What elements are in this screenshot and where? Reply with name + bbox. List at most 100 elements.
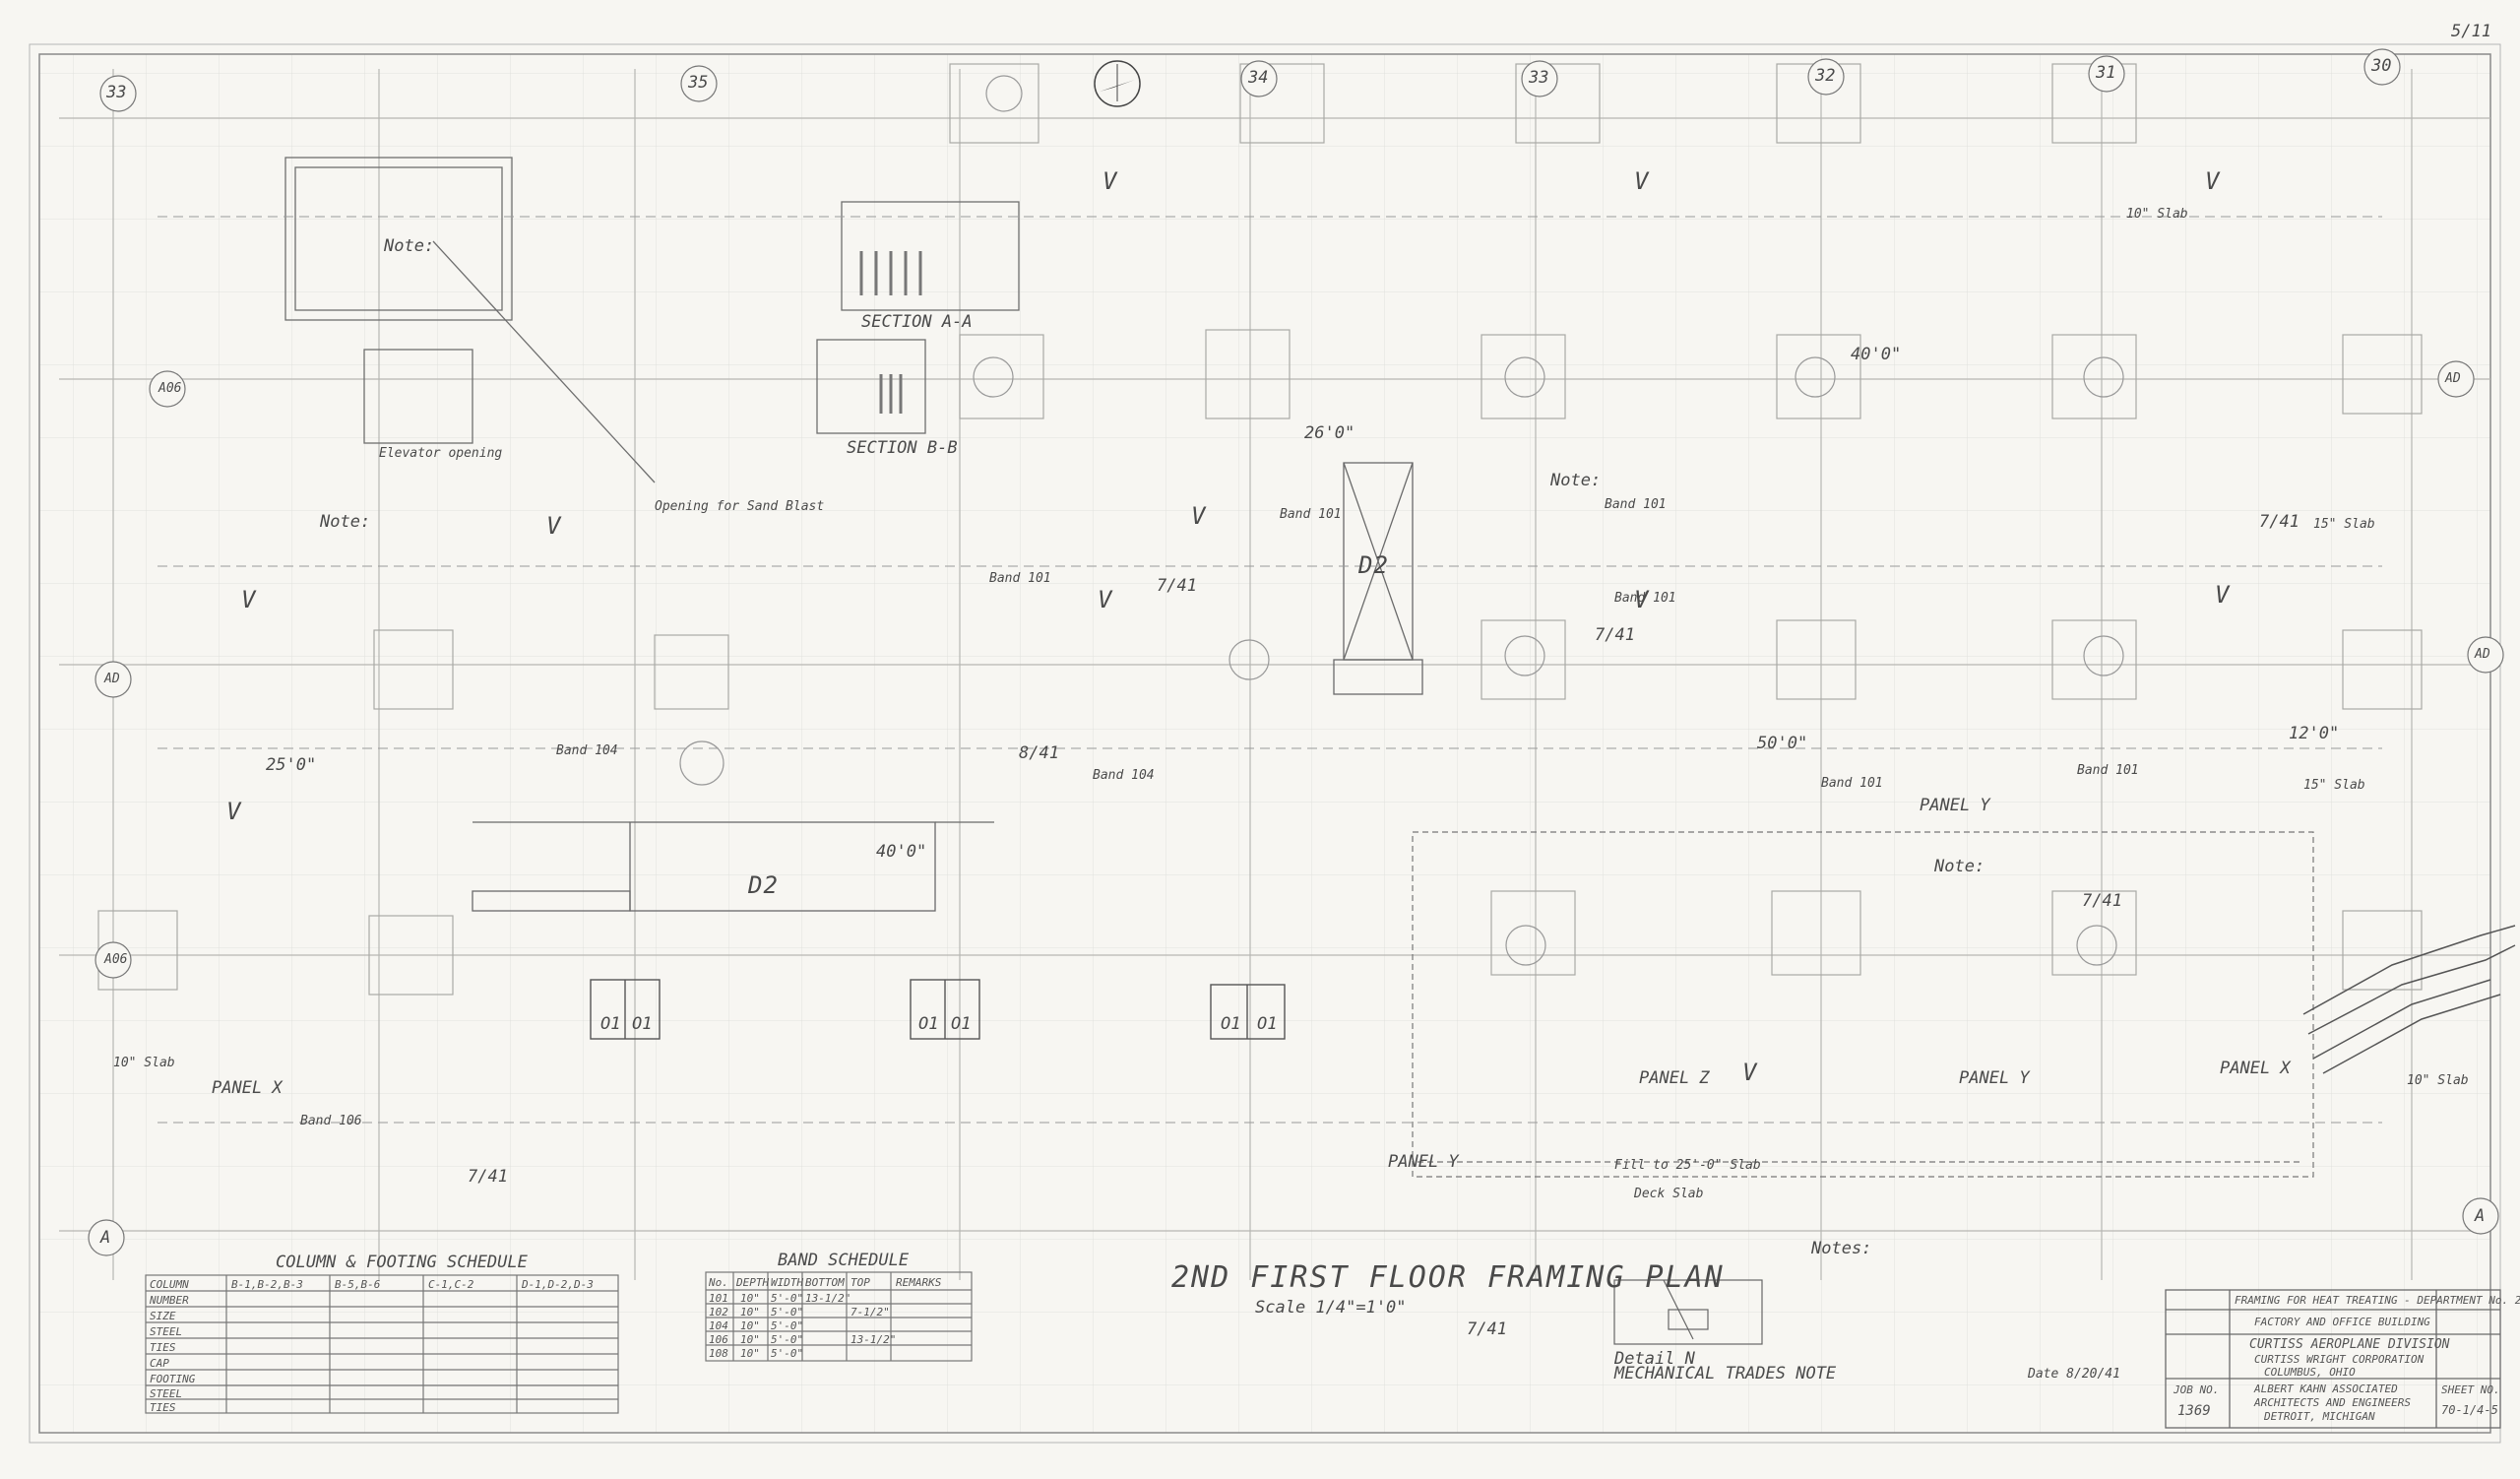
band-label: Band 104 (556, 743, 618, 758)
grid-label: 31 (2096, 63, 2116, 83)
panel-v-label: V (2215, 581, 2231, 609)
band-cell: 13-1/2" (805, 1292, 851, 1305)
band-cell: 13-1/2" (850, 1333, 897, 1346)
band-label: Band 104 (1093, 768, 1155, 783)
grid-label: 35 (688, 73, 709, 93)
sheet-no: 70-1/4-5 (2441, 1403, 2498, 1417)
schedule-row-label: NUMBER (150, 1294, 189, 1307)
band-cell: 10" (740, 1292, 760, 1305)
schedule-row-label: TIES (150, 1401, 176, 1414)
band-label: Band 101 (1614, 591, 1676, 606)
note-heading: Note: (1550, 471, 1602, 490)
grid-label: A (2475, 1206, 2486, 1226)
slab-mark: 7/41 (2259, 512, 2300, 532)
panel-v-label: V (241, 586, 257, 613)
schedule-row-label: STEEL (150, 1387, 183, 1400)
schedule-row-label: CAP (150, 1357, 169, 1370)
grid-label: A06 (104, 952, 128, 967)
opening-01-label: O1 (600, 1014, 621, 1034)
sheet-no-label: SHEET NO. (2441, 1383, 2500, 1396)
edge-smudge (2302, 925, 2516, 1074)
title-subtitle: FACTORY AND OFFICE BUILDING (2254, 1316, 2430, 1328)
slab-mark: 8/41 (1019, 743, 1059, 763)
grid-label: AD (2445, 371, 2461, 386)
opening-02-label: D2 (748, 871, 779, 899)
band-cell: 10" (740, 1306, 760, 1318)
panel-v-label: V (1634, 167, 1650, 195)
schedule-row-label: STEEL (150, 1325, 183, 1338)
openings-01 (590, 979, 1286, 1040)
band-header: BOTTOM (805, 1276, 845, 1289)
shaft-02-label: D2 (1358, 551, 1389, 579)
grid-label: 33 (106, 83, 127, 102)
grid-label: A (100, 1228, 111, 1248)
band-cell: 10" (740, 1347, 760, 1360)
detail-label: Detail N (1614, 1349, 1695, 1369)
band-label: Band 101 (989, 571, 1051, 586)
column-schedule-title: COLUMN & FOOTING SCHEDULE (276, 1253, 528, 1272)
fill-note: Fill to 25'-0" Slab (1614, 1158, 1761, 1173)
slab-mark: 7/41 (1467, 1319, 1507, 1339)
band-cell: 5'-0" (771, 1306, 804, 1318)
dimension: 26'0" (1304, 423, 1355, 443)
schedule-col-label: D-1,D-2,D-3 (522, 1278, 594, 1291)
note-heading: Note: (1934, 857, 1985, 876)
title-architect: ALBERT KAHN ASSOCIATED (2254, 1383, 2398, 1395)
panel-x-label: PANEL X (212, 1078, 283, 1098)
band-label: Band 101 (1821, 776, 1883, 791)
band-cell: 10" (740, 1319, 760, 1332)
section-bb-label: SECTION B-B (847, 438, 958, 458)
band-header: DEPTH (736, 1276, 770, 1289)
panel-y-label: PANEL Y (1920, 796, 1990, 815)
right-dashed-zone (1412, 831, 2314, 1178)
grid-label: 32 (1815, 66, 1836, 86)
band-cell: 5'-0" (771, 1292, 804, 1305)
band-label: Band 101 (2077, 763, 2139, 778)
panel-v-label: V (1102, 167, 1118, 195)
opening-02 (472, 821, 994, 912)
elevator-zone (284, 157, 1020, 483)
schedule-col-label: C-1,C-2 (428, 1278, 474, 1291)
slab-mark: 7/41 (468, 1167, 508, 1187)
panel-v-label: V (1191, 502, 1207, 530)
section-hatch (859, 251, 922, 414)
grid-bubbles (88, 48, 2504, 1256)
grid-label: AD (104, 672, 120, 686)
plan-title: 2ND FIRST FLOOR FRAMING PLAN (1171, 1260, 1725, 1295)
panel-z-label: PANEL Z (1639, 1068, 1710, 1088)
job-no-label: JOB NO. (2174, 1383, 2220, 1396)
north-arrow-icon (1094, 60, 1141, 107)
panel-v-label: V (1742, 1059, 1758, 1086)
deck-note: Deck Slab (1634, 1187, 1704, 1201)
slab-thickness: 10" Slab (113, 1056, 175, 1070)
schedule-row-label: FOOTING (150, 1373, 196, 1385)
date-note: Date 8/20/41 (2028, 1367, 2120, 1382)
detail-n (1613, 1279, 1763, 1345)
column-grid-lines (112, 69, 2413, 1280)
notes-heading: Notes: (1811, 1239, 1872, 1258)
schedule-row-label: TIES (150, 1341, 176, 1354)
panel-y-label: PANEL Y (1959, 1068, 2030, 1088)
band-cell: 104 (709, 1319, 728, 1332)
opening-01-label: O1 (918, 1014, 939, 1034)
schedule-tables (145, 1271, 973, 1414)
band-header: REMARKS (896, 1276, 942, 1289)
slab-thickness: 15" Slab (2313, 517, 2375, 532)
row-grid-lines (59, 117, 2490, 1232)
band-header: TOP (850, 1276, 870, 1289)
plan-scale: Scale 1/4"=1'0" (1255, 1298, 1407, 1318)
section-aa-label: SECTION A-A (861, 312, 973, 332)
dimension: 40'0" (876, 842, 927, 862)
opening-01-label: O1 (632, 1014, 653, 1034)
mechanical-note: MECHANICAL TRADES NOTE (1614, 1364, 1837, 1383)
band-label: Band 106 (300, 1114, 362, 1128)
grid-label: A06 (158, 381, 182, 396)
schedule-col-label: B-5,B-6 (335, 1278, 381, 1291)
note-heading: Note: (320, 512, 371, 532)
band-lines (158, 216, 2382, 1124)
band-cell: 101 (709, 1292, 728, 1305)
panel-v-label: V (2205, 167, 2221, 195)
dimension: 40'0" (1851, 345, 1902, 364)
band-cell: 108 (709, 1347, 728, 1360)
